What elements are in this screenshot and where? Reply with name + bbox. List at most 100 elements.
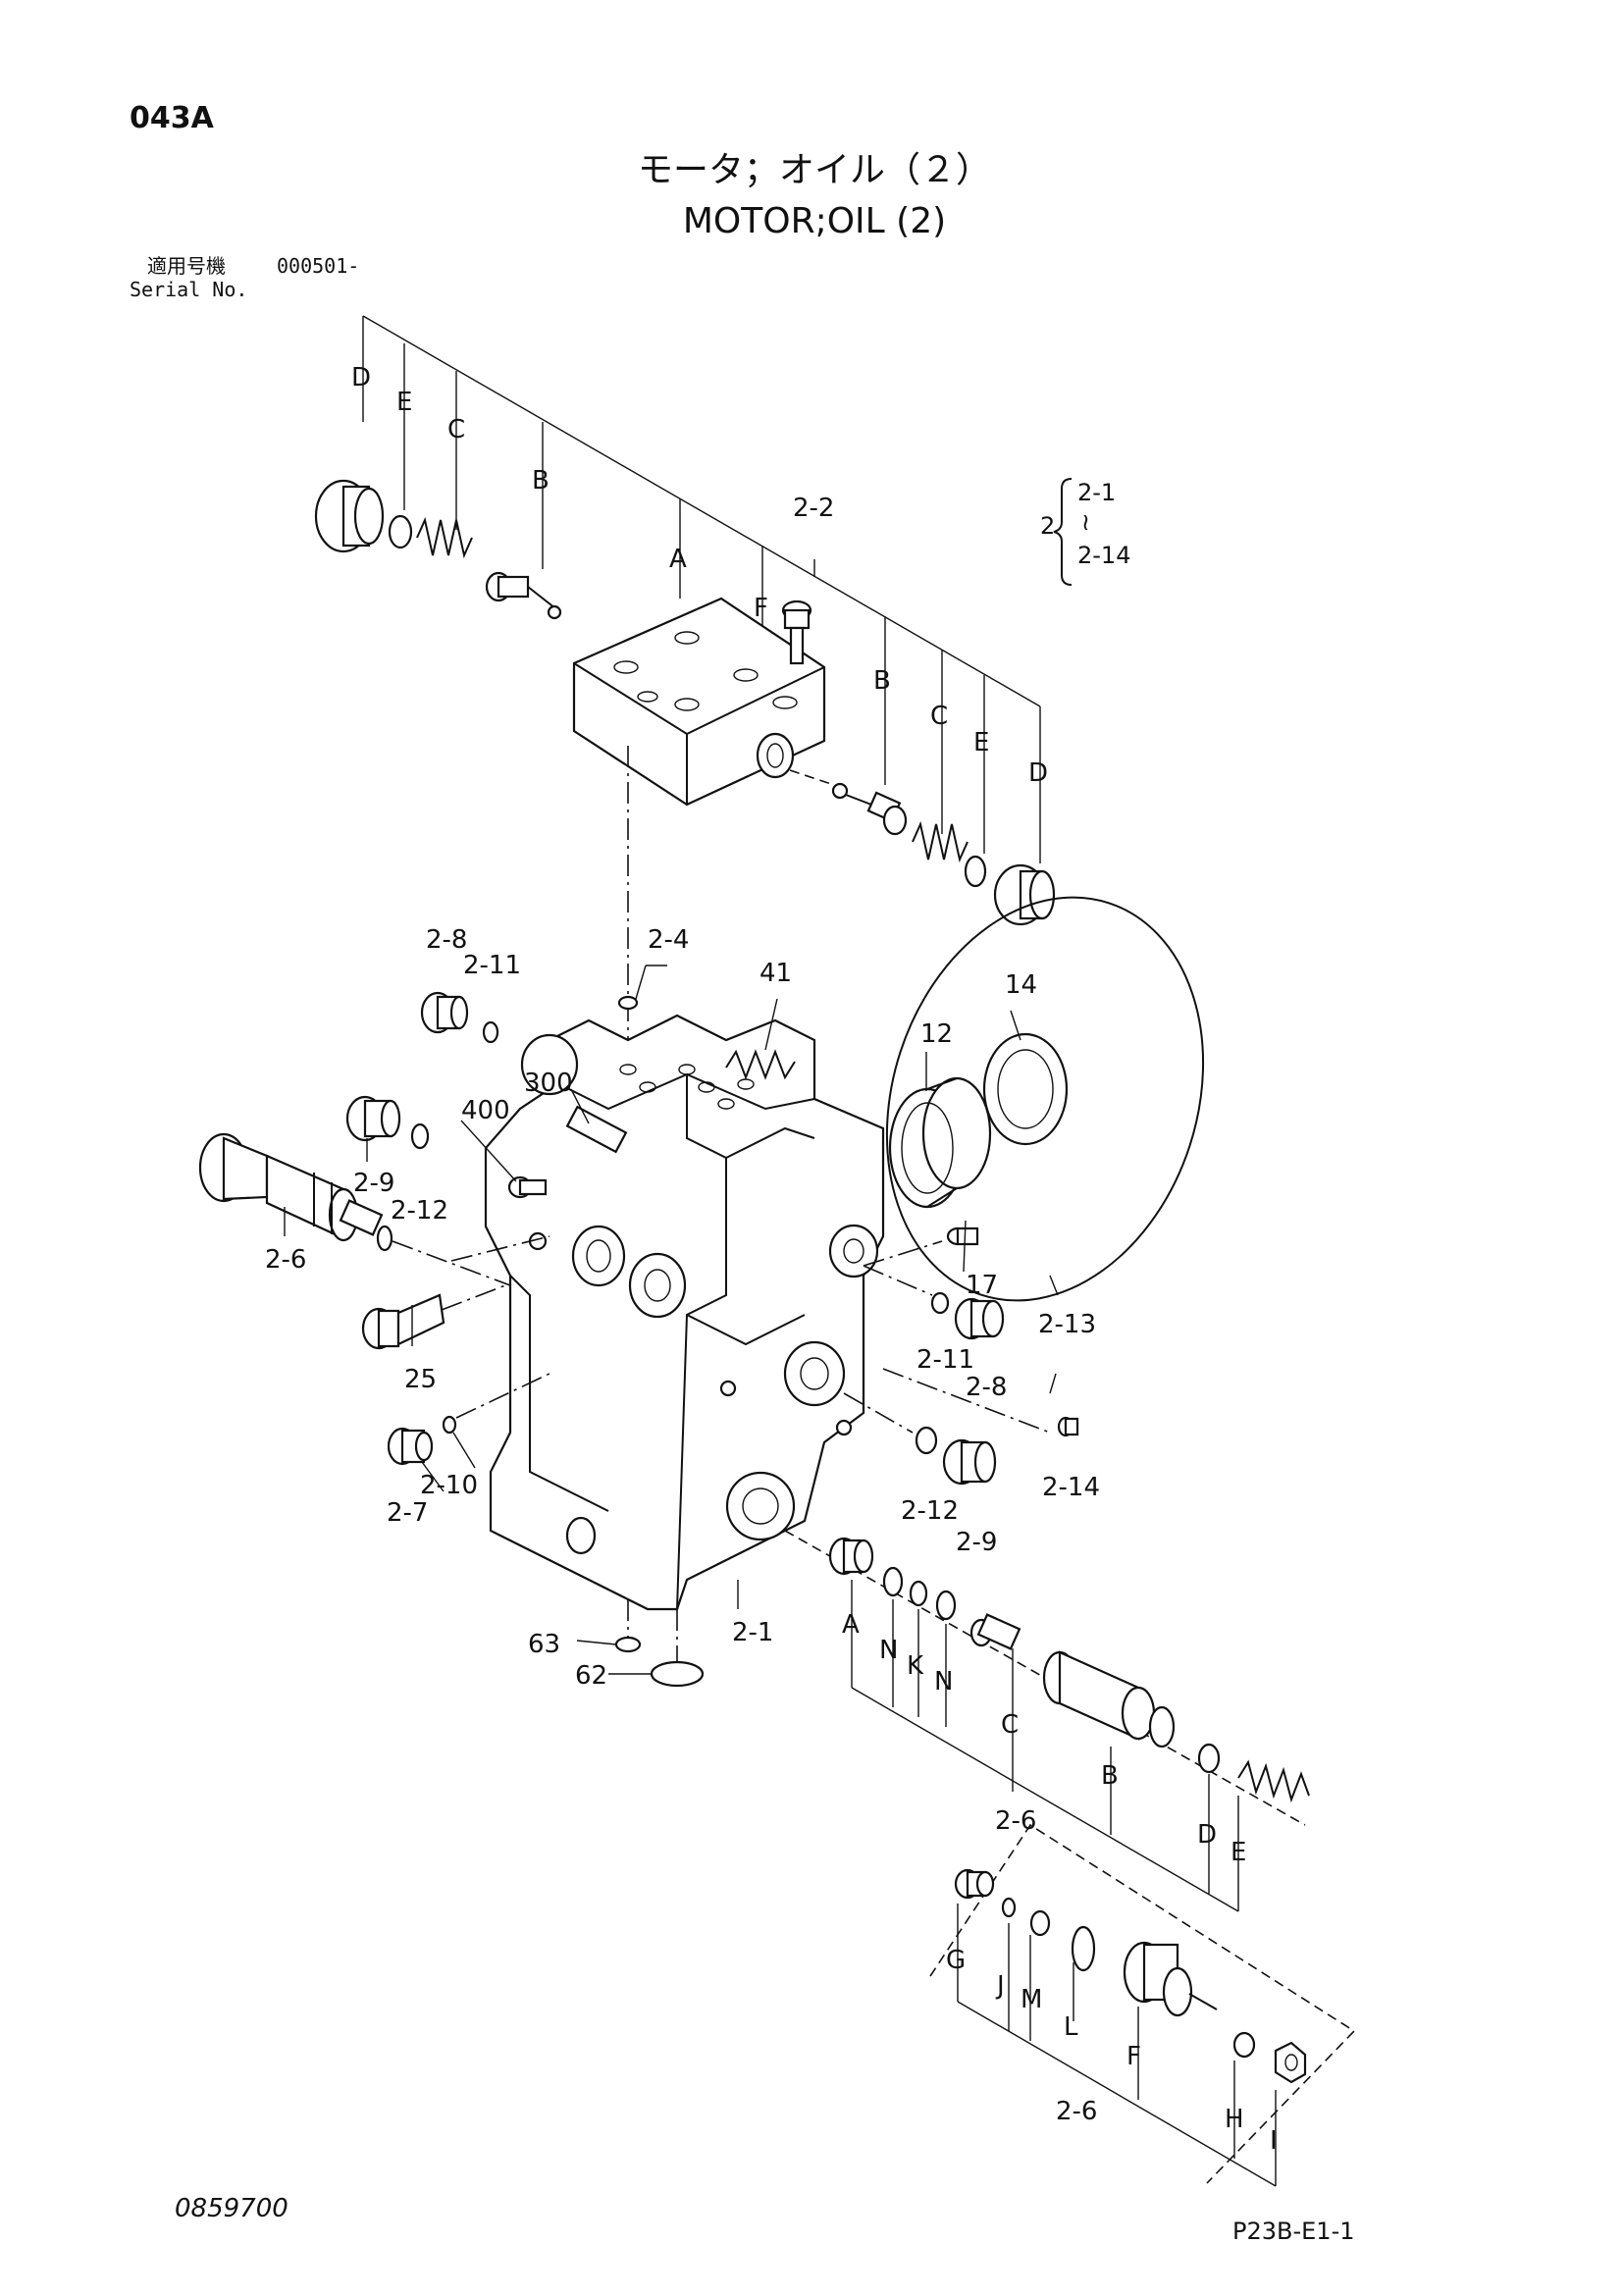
callout-2-6-bottom: 2-6 bbox=[1056, 2097, 1097, 2126]
plug-62 bbox=[650, 1660, 705, 1688]
serial-value: 000501- bbox=[277, 254, 360, 278]
bolt-f bbox=[781, 600, 812, 665]
axis-line-spool bbox=[392, 1240, 511, 1286]
ring-m bbox=[1029, 1909, 1051, 1937]
callout-2-13: 2-13 bbox=[1038, 1310, 1096, 1339]
plug-2-8-upper bbox=[420, 991, 469, 1034]
ring-k bbox=[909, 1580, 928, 1607]
oring-2-12-upper bbox=[410, 1122, 430, 1150]
callout-n-1: N bbox=[879, 1636, 898, 1665]
callout-2-8-lower: 2-8 bbox=[966, 1373, 1007, 1402]
callout-k: K bbox=[907, 1651, 924, 1681]
callout-2-2: 2-2 bbox=[793, 494, 834, 523]
callout-g: G bbox=[946, 1946, 966, 1975]
oring-2-13 bbox=[885, 896, 1205, 1302]
callout-j: J bbox=[995, 1971, 1005, 2001]
oring-2-4 bbox=[617, 995, 639, 1011]
callout-400: 400 bbox=[461, 1096, 510, 1125]
callout-300: 300 bbox=[524, 1069, 573, 1098]
callout-62: 62 bbox=[575, 1661, 607, 1691]
axis-line-17 bbox=[863, 1240, 943, 1267]
sleeve-a-low bbox=[828, 1537, 874, 1576]
axis-line-2-14 bbox=[882, 1368, 1051, 1434]
callout-e-low: E bbox=[1230, 1838, 1246, 1867]
ring-n-1 bbox=[882, 1566, 904, 1597]
plug-2-9-upper bbox=[345, 1095, 401, 1142]
dashed-sub-assembly-frame bbox=[929, 1823, 1356, 2184]
callout-25: 25 bbox=[404, 1365, 437, 1394]
callout-2-14: 2-14 bbox=[1042, 1473, 1100, 1502]
callout-2-4: 2-4 bbox=[648, 925, 689, 955]
reference-code: P23B-E1-1 bbox=[1232, 2218, 1355, 2245]
callout-a-low: A bbox=[842, 1610, 860, 1640]
spring-c-mid bbox=[912, 820, 969, 863]
serial-label-jp: 適用号機 bbox=[147, 254, 226, 278]
callout-d-low: D bbox=[1197, 1820, 1217, 1850]
callout-i: I bbox=[1270, 2126, 1278, 2156]
washer-h bbox=[1232, 2031, 1256, 2059]
callout-f-low: F bbox=[1126, 2042, 1141, 2071]
callout-12: 12 bbox=[920, 1019, 953, 1049]
callout-2-1: 2-1 bbox=[732, 1618, 773, 1647]
spring-41 bbox=[725, 1049, 796, 1080]
callout-b-mid: B bbox=[873, 666, 891, 696]
callout-2-9-lower: 2-9 bbox=[956, 1528, 997, 1557]
plug-63 bbox=[614, 1636, 642, 1653]
callout-2-12-lower: 2-12 bbox=[901, 1496, 959, 1526]
legend-from: 2-1 bbox=[1077, 479, 1116, 506]
bolt-400 bbox=[507, 1175, 548, 1199]
callout-a-top: A bbox=[669, 545, 687, 574]
legend-to: 2-14 bbox=[1077, 542, 1130, 569]
axis-line-2-10 bbox=[455, 1373, 550, 1419]
legend-brace bbox=[1053, 478, 1073, 586]
axis-line-upper-right bbox=[789, 769, 835, 786]
plug-d-top bbox=[314, 479, 385, 553]
plug-2-8-lower bbox=[954, 1297, 1005, 1340]
oring-2-10 bbox=[442, 1415, 457, 1435]
plug-d-mid bbox=[993, 863, 1056, 926]
title-japanese: モータ；オイル（２） bbox=[637, 150, 991, 190]
callout-b-top: B bbox=[532, 466, 550, 496]
upper-valve-group-lines bbox=[362, 315, 1041, 863]
part-g bbox=[954, 1868, 995, 1900]
callout-2-7: 2-7 bbox=[387, 1498, 428, 1528]
seat-d-low bbox=[1197, 1743, 1221, 1774]
callout-b-low: B bbox=[1101, 1761, 1119, 1791]
legend-tilde: ≀ bbox=[1081, 508, 1090, 536]
callout-14: 14 bbox=[1005, 970, 1037, 1000]
leader-lines bbox=[284, 965, 1059, 1675]
callout-17: 17 bbox=[966, 1271, 998, 1300]
oring-l bbox=[1071, 1925, 1096, 1972]
callout-d-top: D bbox=[351, 363, 371, 392]
callout-n-2: N bbox=[934, 1667, 953, 1696]
lower-group-lines bbox=[851, 1580, 1239, 1912]
callout-e-top: E bbox=[396, 388, 412, 417]
callout-2-11-upper: 2-11 bbox=[463, 951, 521, 980]
axis-line-bolt bbox=[441, 1284, 506, 1311]
plug-f-low bbox=[1123, 1941, 1218, 2017]
poppet-b-mid bbox=[831, 782, 908, 836]
callout-2-10: 2-10 bbox=[420, 1471, 478, 1500]
page-code: 043A bbox=[130, 101, 214, 135]
bolt-25 bbox=[361, 1293, 445, 1350]
casing-2-1 bbox=[484, 1014, 885, 1611]
sleeve-b-low bbox=[1042, 1650, 1176, 1748]
callout-2-6-mid: 2-6 bbox=[995, 1806, 1036, 1836]
spring-c-top bbox=[416, 516, 473, 559]
callout-c-low: C bbox=[1001, 1710, 1019, 1740]
callout-2-8-upper: 2-8 bbox=[426, 925, 467, 955]
axis-line-2-12 bbox=[843, 1392, 914, 1434]
callout-e-mid: E bbox=[973, 728, 989, 757]
callout-2-6-left: 2-6 bbox=[265, 1245, 306, 1275]
oring-2-11-upper bbox=[482, 1020, 499, 1044]
plug-2-7 bbox=[387, 1427, 434, 1466]
axis-line-2-6 bbox=[450, 1235, 550, 1262]
callout-63: 63 bbox=[528, 1630, 560, 1659]
callout-f-top: F bbox=[754, 594, 768, 623]
legend-group: 2 bbox=[1040, 512, 1055, 540]
drawing-number: 0859700 bbox=[175, 2194, 288, 2223]
plug-2-14 bbox=[1057, 1416, 1079, 1437]
callout-c-top: C bbox=[447, 415, 465, 444]
ring-j bbox=[1001, 1897, 1017, 1918]
axis-line-2-11 bbox=[863, 1265, 933, 1296]
